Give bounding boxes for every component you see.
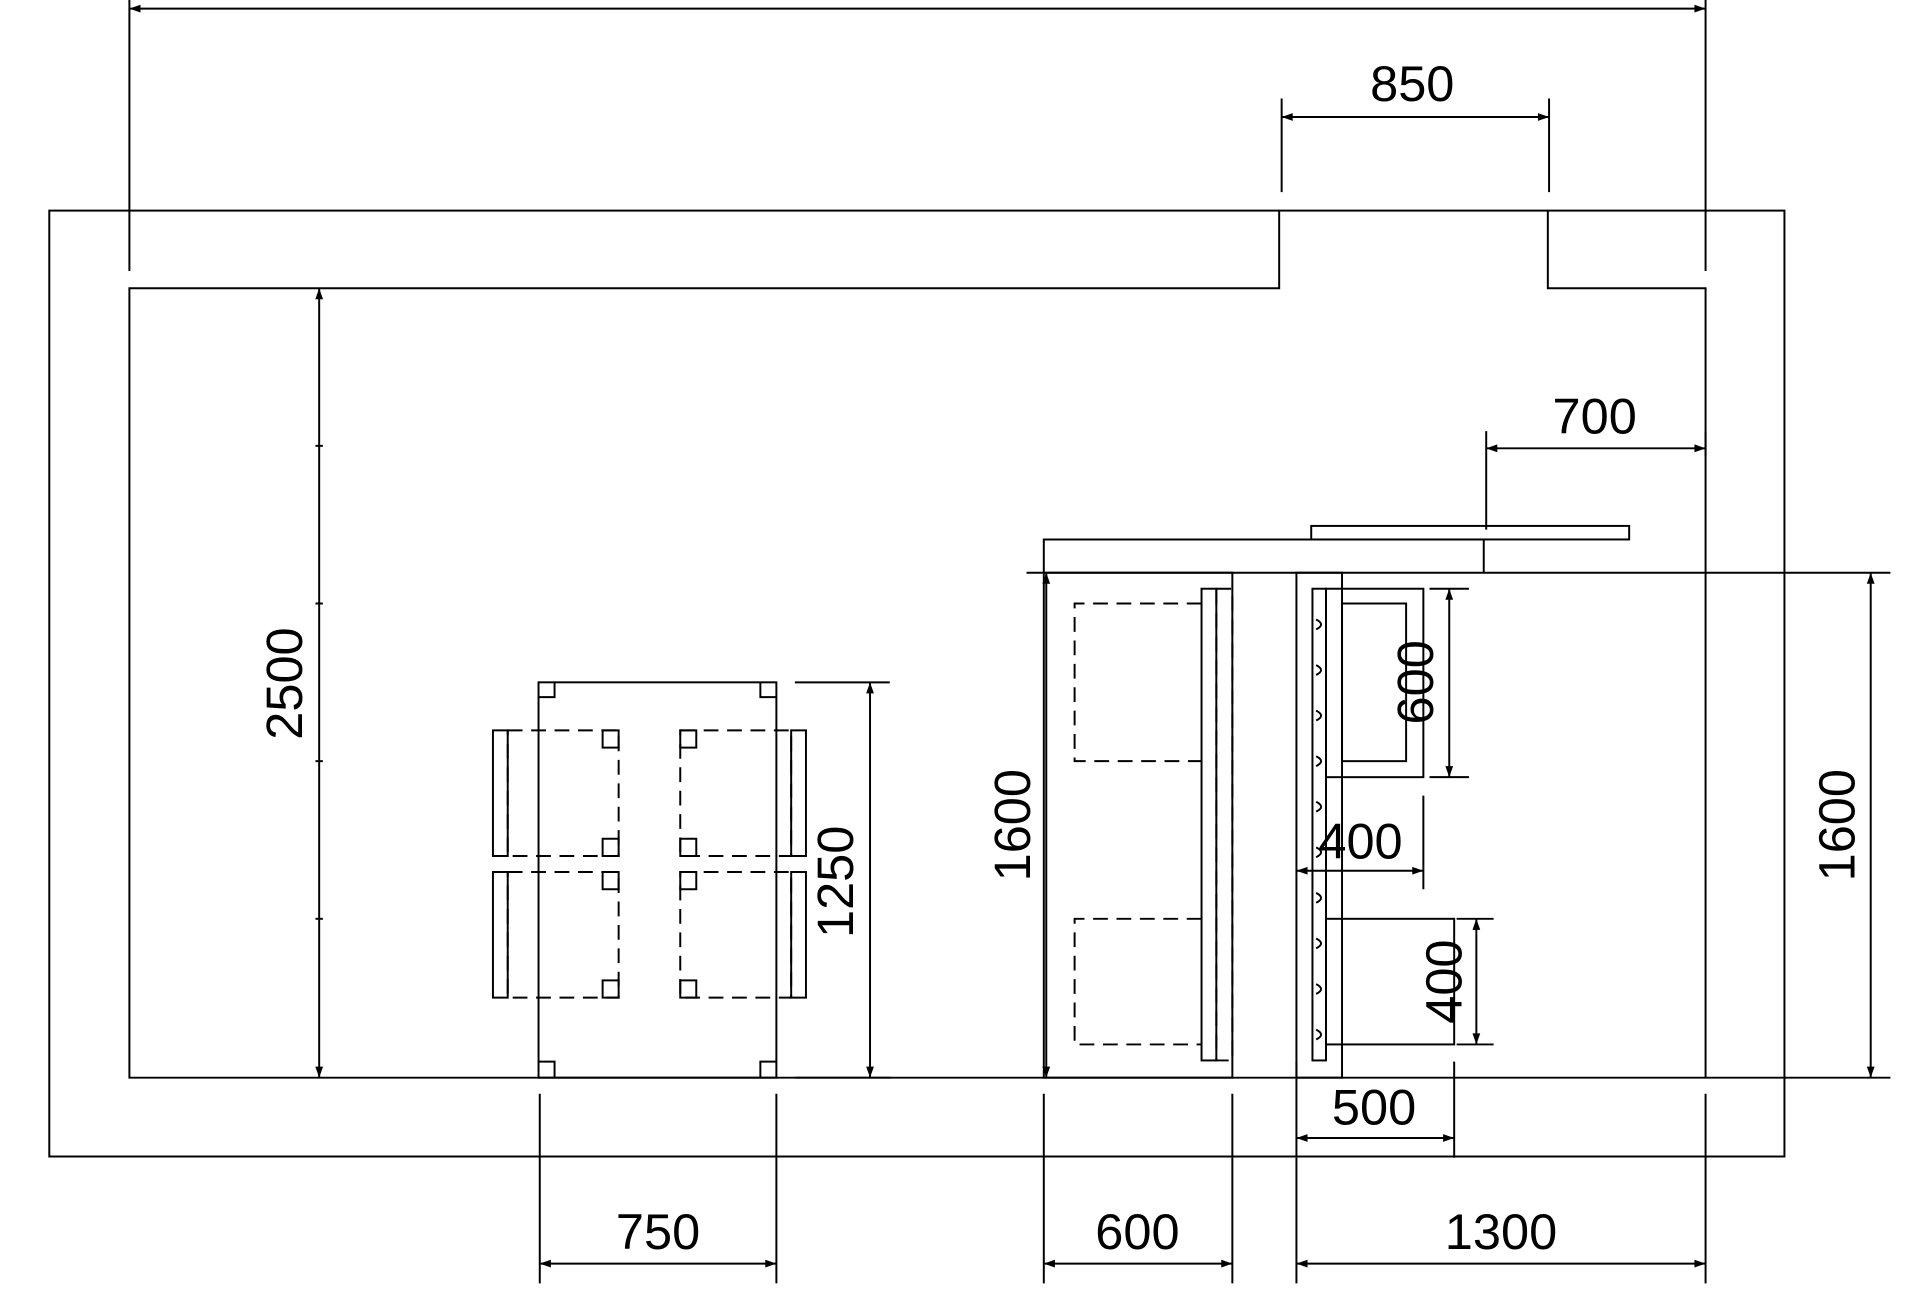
right-depth-label: 1600: [1809, 769, 1866, 881]
shelf-top-label: 600: [1387, 640, 1444, 724]
table-width-label: 750: [616, 1203, 700, 1260]
room-depth-label: 2500: [256, 627, 313, 739]
shelf-depth-label: 500: [1332, 1078, 1416, 1135]
inner-wall: [128, 210, 1707, 1079]
chair: [491, 729, 620, 857]
chair: [491, 871, 620, 999]
table-top: [537, 681, 778, 1079]
shelf-width-label: 400: [1318, 812, 1402, 869]
shelf-depth-dimension: 500: [1295, 1061, 1456, 1158]
right-depth-dimension: 1600: [1705, 572, 1891, 1079]
dining-table: [491, 681, 807, 1079]
table-depth-label: 1250: [807, 826, 864, 938]
shelf-bottom-label: 400: [1416, 939, 1473, 1023]
shelf-top-dimension: 600: [1387, 587, 1469, 779]
door-width-dimension: 850: [1280, 55, 1551, 193]
shelf-width-dimension: 400: [1296, 795, 1425, 890]
bench-length-label: 1600: [984, 769, 1041, 881]
right-width-dimension: 1300: [1295, 1093, 1707, 1284]
table-width-dimension: 750: [538, 1093, 778, 1284]
top-overall-dimension: [128, 0, 1707, 271]
table-depth-dimension: 1250: [794, 681, 890, 1079]
room-depth-dimension: 2500: [256, 288, 324, 1078]
counter-overhang-dimension: 700: [1485, 388, 1707, 530]
bench-width-label: 600: [1095, 1203, 1179, 1260]
counter: [1026, 524, 1891, 574]
counter-overhang-label: 700: [1553, 388, 1637, 445]
bench-width-dimension: 600: [1042, 1093, 1234, 1284]
right-width-label: 1300: [1445, 1203, 1557, 1260]
shelf-unit: [1295, 571, 1456, 1079]
door-width-label: 850: [1370, 55, 1454, 112]
chair: [679, 871, 807, 999]
walls: [48, 209, 1786, 1158]
outer-wall: [48, 209, 1786, 1158]
bench-length-dimension: 1600: [984, 572, 1051, 1078]
chair: [679, 729, 807, 857]
shelf-bottom-dimension: 400: [1416, 917, 1494, 1046]
bench-unit: [1042, 571, 1234, 1079]
